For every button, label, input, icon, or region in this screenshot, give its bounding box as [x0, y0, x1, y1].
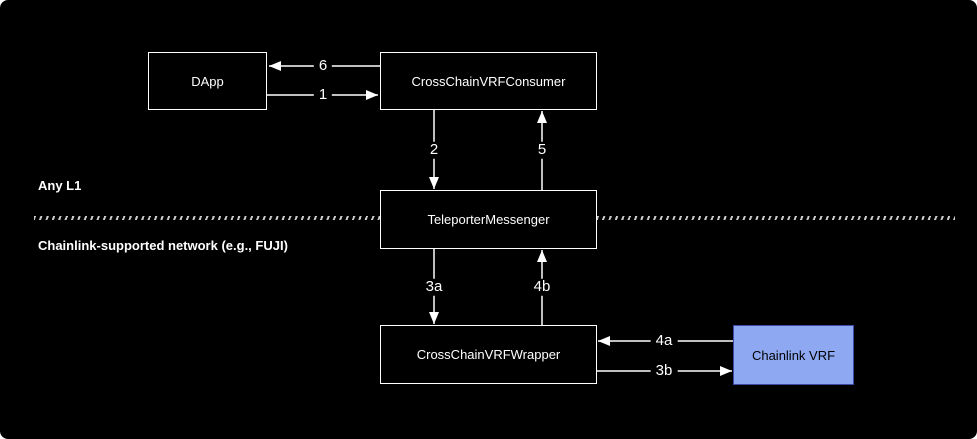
edge-label-step-5: 5: [532, 141, 552, 159]
edge-label-step-4a: 4a: [650, 332, 678, 350]
node-chainlink-vrf: Chainlink VRF: [733, 325, 854, 385]
node-teleporter-messenger: TeleporterMessenger: [380, 190, 597, 249]
node-dapp-label: DApp: [191, 73, 224, 89]
node-crosschain-vrf-wrapper: CrossChainVRFWrapper: [380, 325, 597, 384]
network-divider-right-segment: [597, 216, 955, 220]
node-teleporter-messenger-label: TeleporterMessenger: [427, 212, 550, 227]
edge-label-step-3a: 3a: [420, 278, 448, 296]
network-divider-left-segment: [34, 216, 380, 220]
node-crosschain-vrf-wrapper-label: CrossChainVRFWrapper: [416, 347, 561, 362]
edge-label-step-2: 2: [424, 141, 444, 159]
node-crosschain-vrf-consumer-label: CrossChainVRFConsumer: [411, 73, 566, 89]
region-label-chainlink-network: Chainlink-supported network (e.g., FUJI): [38, 238, 288, 253]
node-chainlink-vrf-label: Chainlink VRF: [751, 347, 836, 363]
edge-label-step-6: 6: [313, 57, 333, 75]
edge-label-step-1: 1: [313, 86, 333, 104]
edge-label-step-4b: 4b: [528, 278, 556, 296]
region-label-any-l1: Any L1: [38, 178, 82, 193]
edge-label-step-3b: 3b: [650, 362, 678, 380]
node-dapp: DApp: [148, 52, 267, 110]
node-crosschain-vrf-consumer: CrossChainVRFConsumer: [380, 52, 597, 110]
